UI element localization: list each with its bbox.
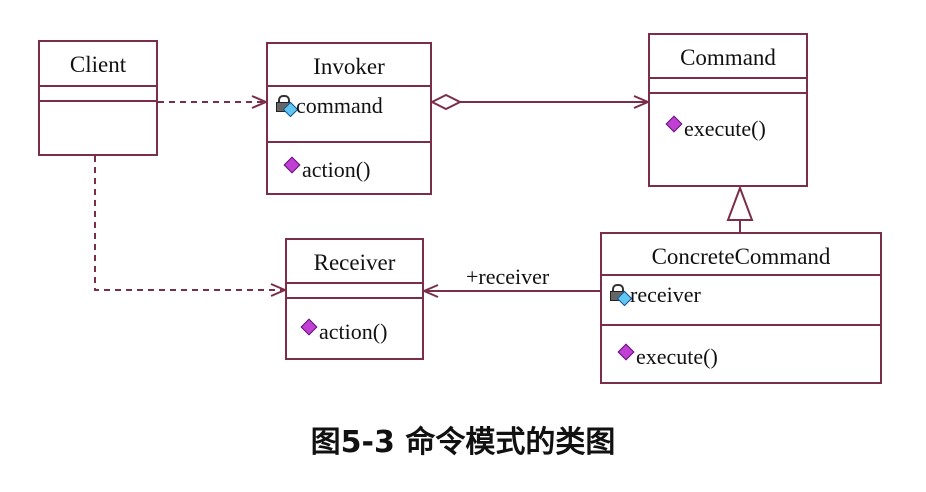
concrete-command-attribute-receiver-text: receiver: [630, 282, 701, 307]
figure-caption: 图5-3 命令模式的类图: [310, 425, 616, 460]
class-receiver-name: Receiver: [287, 240, 422, 284]
private-attribute-lock-icon: [276, 95, 299, 118]
concrete-command-attribute-receiver: receiver: [610, 282, 701, 307]
concrete-command-operation-execute-text: execute(): [636, 344, 718, 369]
class-command-name: Command: [650, 35, 806, 79]
class-invoker: Invoker command action(): [266, 42, 432, 195]
public-operation-diamond-icon: [665, 115, 683, 133]
public-operation-diamond-icon: [283, 156, 301, 174]
class-concrete-command-name: ConcreteCommand: [602, 234, 880, 276]
receiver-operation-action-text: action(): [319, 319, 388, 344]
class-concrete-command-attributes: receiver: [602, 276, 880, 326]
class-command-attributes: [650, 79, 806, 94]
dependency-client-receiver: [94, 156, 285, 290]
invoker-operation-action-text: action(): [302, 157, 371, 182]
public-operation-diamond-icon: [300, 318, 318, 336]
receiver-operation-action: action(): [300, 318, 388, 344]
association-role-label: +receiver: [466, 264, 550, 289]
class-invoker-operations: action(): [268, 143, 430, 193]
connectors-layer: [94, 93, 754, 420]
class-client-name: Client: [40, 42, 156, 87]
class-receiver: Receiver action(): [285, 238, 424, 360]
concrete-command-operation-execute: execute(): [617, 343, 718, 369]
class-concrete-command: ConcreteCommand receiver execute(): [600, 232, 882, 384]
public-operation-diamond-icon: [617, 343, 635, 361]
class-invoker-attributes: command: [268, 87, 430, 143]
command-operation-execute-text: execute(): [684, 116, 766, 141]
class-client-attributes: [40, 87, 156, 102]
command-operation-execute: execute(): [665, 115, 766, 141]
generalization-triangle: [726, 185, 754, 221]
uml-class-diagram: Client Invoker command action() Command …: [38, 33, 882, 420]
class-client-operations: [40, 102, 156, 154]
class-invoker-name: Invoker: [268, 44, 430, 87]
class-command: Command execute(): [648, 33, 808, 187]
invoker-attribute-command-text: command: [296, 93, 383, 118]
class-receiver-attributes: [287, 284, 422, 299]
invoker-attribute-command: command: [276, 93, 383, 118]
class-receiver-operations: action(): [287, 299, 422, 358]
class-client: Client: [38, 40, 158, 156]
invoker-operation-action: action(): [283, 156, 371, 182]
class-command-operations: execute(): [650, 94, 806, 185]
class-concrete-command-operations: execute(): [602, 326, 880, 382]
private-attribute-lock-icon: [610, 284, 633, 307]
aggregation-diamond: [429, 93, 463, 111]
